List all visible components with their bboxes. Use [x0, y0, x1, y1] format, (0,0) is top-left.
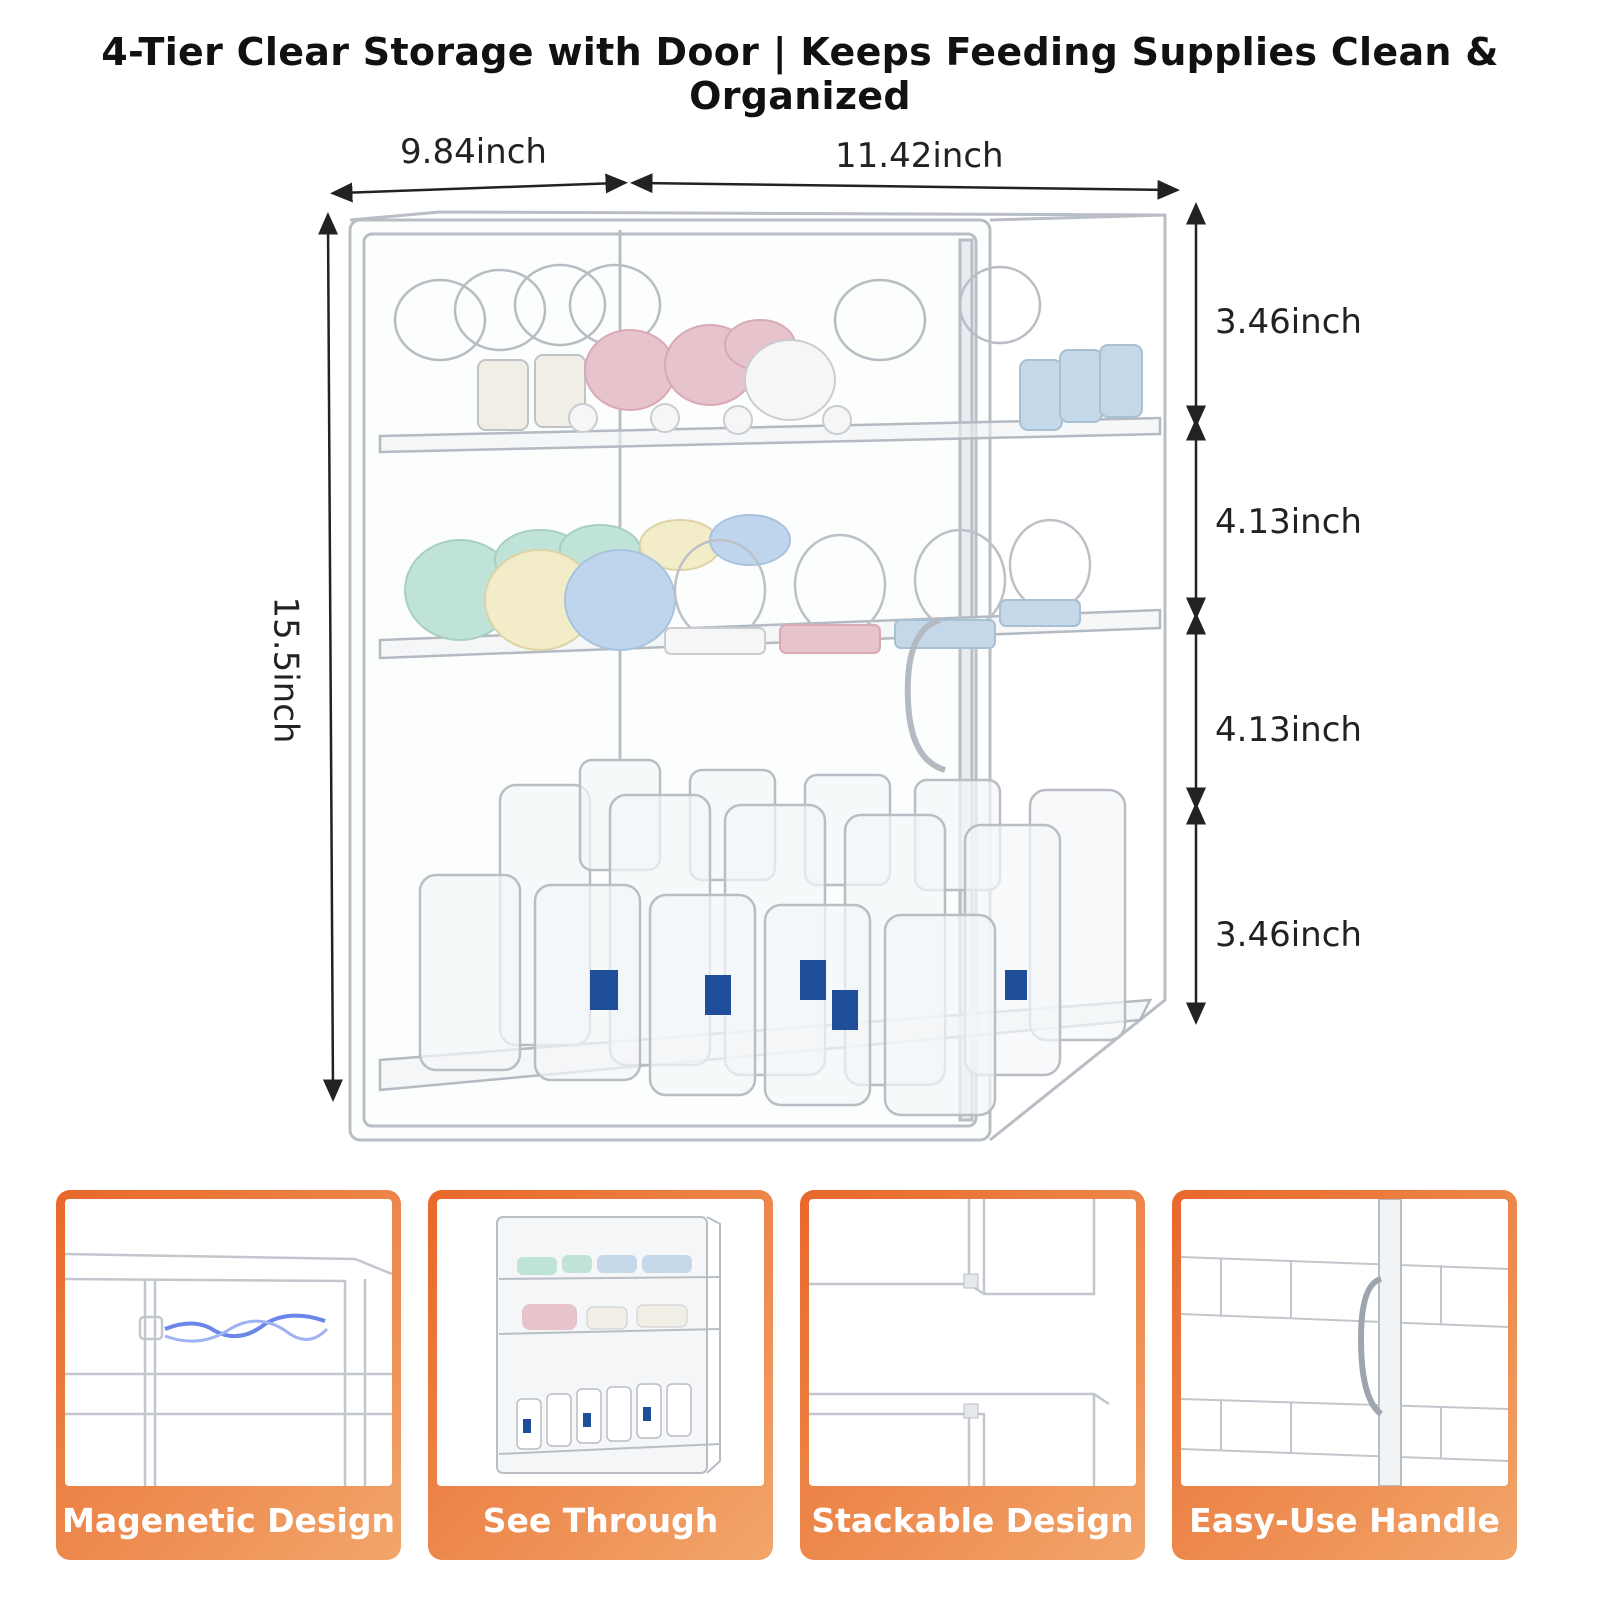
- tier3-height-label: 4.13inch: [1215, 710, 1362, 750]
- depth-dimension-label: 9.84inch: [400, 132, 547, 172]
- stackable-illustration: [809, 1199, 1110, 1486]
- see-through-illustration: [496, 1216, 721, 1474]
- feature-label: See Through: [482, 1501, 719, 1540]
- top-tier-items: [393, 263, 1143, 435]
- width-dimension-label: 11.42inch: [835, 136, 1004, 176]
- tier1-height-label: 3.46inch: [1215, 302, 1362, 342]
- bottom-tier-bottles: [418, 758, 1127, 1117]
- door-handle: [904, 617, 946, 773]
- feature-label: Easy-Use Handle: [1189, 1501, 1500, 1540]
- feature-label: Stackable Design: [811, 1501, 1134, 1540]
- headline: 4-Tier Clear Storage with Door | Keeps F…: [101, 30, 1499, 118]
- handle-illustration: [1181, 1199, 1508, 1486]
- tier4-height-label: 3.46inch: [1215, 915, 1362, 955]
- feature-card-handle: Easy-Use Handle: [1172, 1190, 1517, 1560]
- feature-card-stackable: Stackable Design: [800, 1190, 1145, 1560]
- feature-card-see-through: See Through: [428, 1190, 773, 1560]
- tier2-height-label: 4.13inch: [1215, 502, 1362, 542]
- bottle-measure-labels: [590, 960, 1027, 1030]
- feature-label: Magenetic Design: [62, 1501, 395, 1540]
- feature-card-magnetic: Magenetic Design: [56, 1190, 401, 1560]
- storage-cabinet-illustration: [318, 173, 1206, 1142]
- dimension-arrows: [318, 173, 1206, 1102]
- middle-tier-items: [404, 514, 1092, 655]
- magnetic-closure-illustration: [65, 1252, 392, 1486]
